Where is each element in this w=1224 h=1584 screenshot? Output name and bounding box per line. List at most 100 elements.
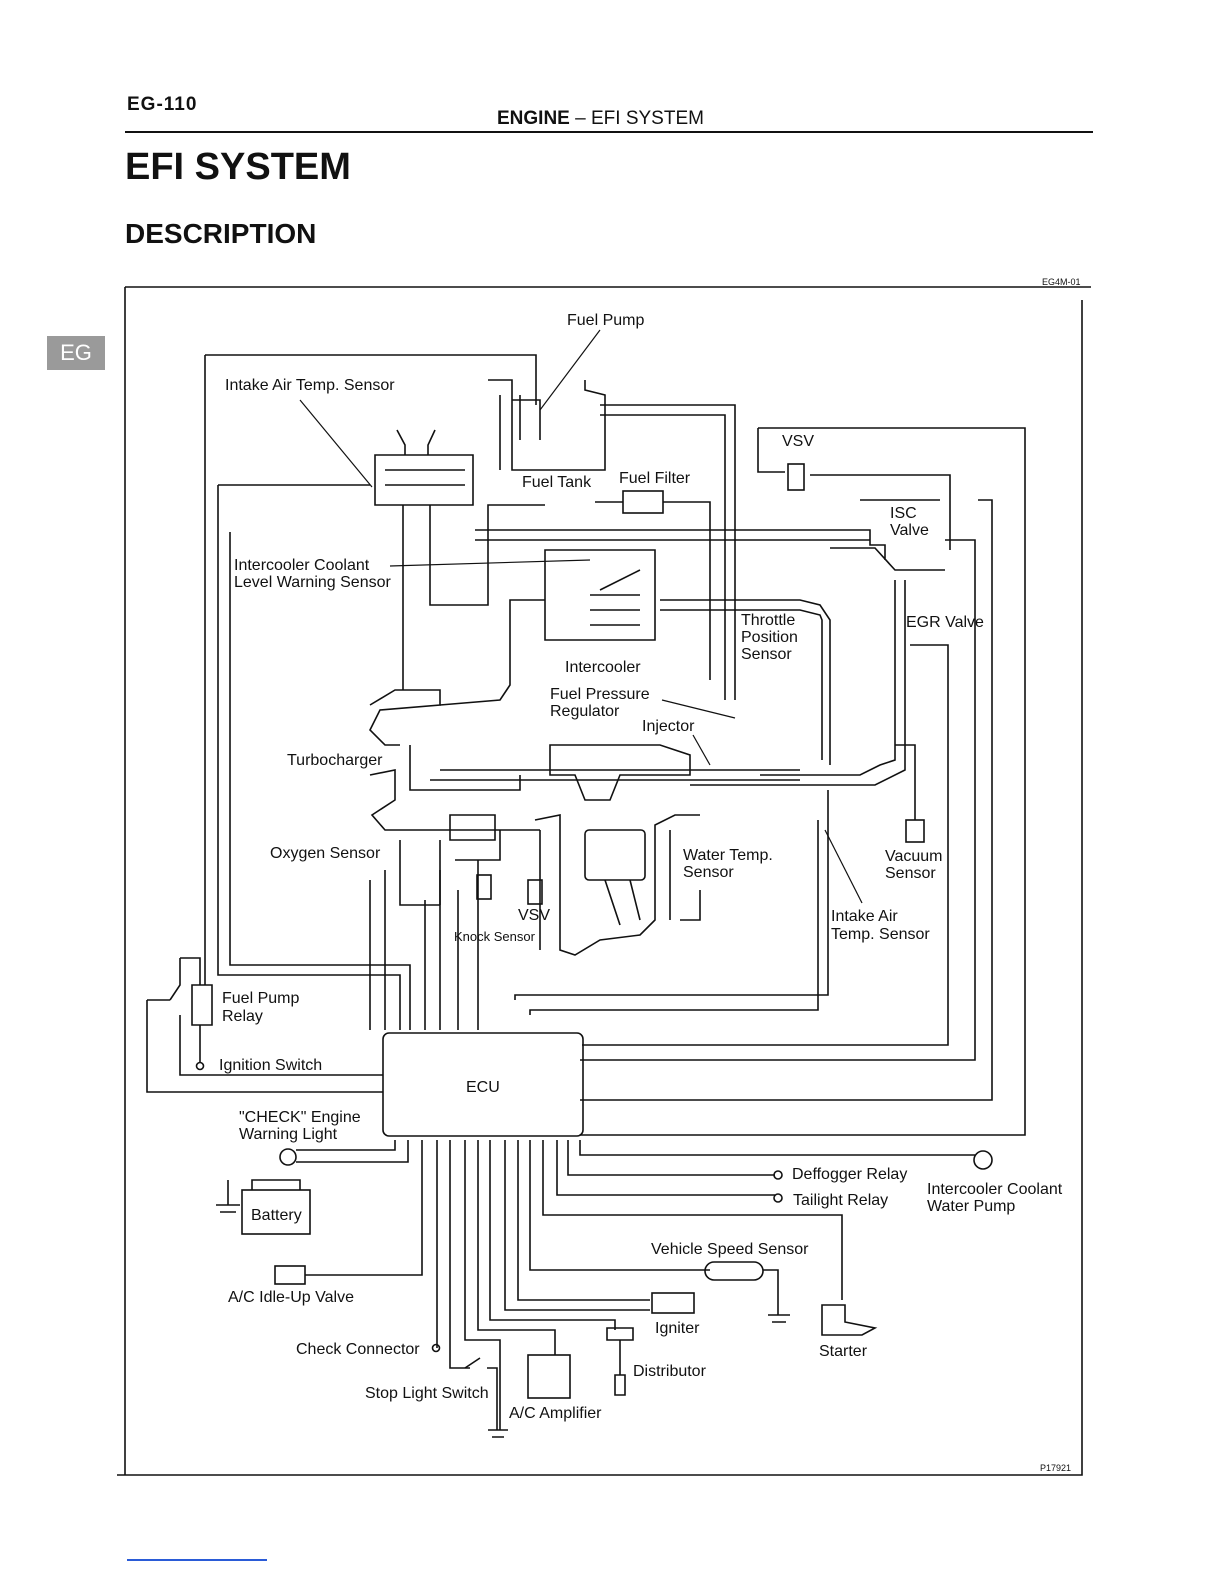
ecu-bottom-harness <box>436 1140 975 1430</box>
vehicle-speed-sensor-body <box>704 1261 764 1281</box>
ac-idle-up-body <box>274 1265 306 1285</box>
fuel-filter-lines <box>595 501 711 680</box>
fuel-pump-relay-label-2: Relay <box>222 1008 263 1025</box>
turbocharger <box>369 689 441 831</box>
isc-loop <box>580 474 993 1101</box>
vsv-top-body <box>787 463 805 491</box>
check-connector-terminal <box>431 1343 441 1353</box>
stop-light-switch-symbol <box>464 1357 508 1438</box>
bottom-link-rule <box>127 1559 267 1561</box>
figure-code-bottom: P17921 <box>1040 1463 1071 1473</box>
turbo-pipes <box>409 599 800 791</box>
battery-label: Battery <box>251 1207 302 1224</box>
igniter-label: Igniter <box>655 1320 700 1337</box>
check-lamp-wire <box>296 1140 409 1163</box>
intercooler-body <box>544 549 656 641</box>
throttle-label-2: Position <box>741 629 798 646</box>
vacuum-sensor-body <box>905 819 925 843</box>
header-rule <box>125 131 1093 133</box>
egr-pipe <box>690 580 906 786</box>
intercooler-fins <box>590 569 641 626</box>
check-connector-label: Check Connector <box>296 1341 420 1358</box>
diagram-frame <box>117 286 1091 1476</box>
ac-idle-up-valve-label: A/C Idle-Up Valve <box>228 1289 354 1306</box>
cylinder-head <box>549 744 691 801</box>
tailight-relay-label: Tailight Relay <box>793 1192 888 1209</box>
ecu-top-harness <box>369 790 829 1030</box>
vsv-top-harness <box>580 427 1026 1136</box>
fuel-filter-body <box>622 490 664 514</box>
check-valve <box>476 874 492 900</box>
water-temp-sensor-label-2: Sensor <box>683 864 734 881</box>
vsv-top-label: VSV <box>782 433 814 450</box>
check-engine-light-label-1: "CHECK" Engine <box>239 1109 361 1126</box>
vss-ground <box>763 1269 790 1323</box>
intake-manifold <box>475 529 945 571</box>
intercooler-tank <box>374 429 474 506</box>
fuel-lines <box>600 404 736 700</box>
ecu-box <box>382 1032 584 1137</box>
engine-block <box>534 814 700 956</box>
check-lamp <box>279 1148 297 1166</box>
harness-intake-sensor <box>204 354 537 1030</box>
figure-code-top: EG4M-01 <box>1042 277 1081 287</box>
defogger-relay-label: Deffogger Relay <box>792 1166 907 1183</box>
isc-valve-label-1: ISC <box>890 505 917 522</box>
intercooler-level-label-1: Intercooler Coolant <box>234 557 370 574</box>
ic-water-pump-label-2: Water Pump <box>927 1198 1015 1215</box>
battery-body <box>241 1189 311 1235</box>
oxygen-sensor-label: Oxygen Sensor <box>270 845 381 862</box>
throttle-label-3: Sensor <box>741 646 792 663</box>
tailight-terminal <box>773 1193 783 1203</box>
intake-pipe <box>402 504 545 690</box>
starter-label: Starter <box>819 1343 868 1360</box>
page-number: EG-110 <box>127 94 198 115</box>
throttle-label-1: Throttle <box>741 612 795 629</box>
section-heading: DESCRIPTION <box>125 218 317 249</box>
running-head-main: ENGINE <box>497 108 570 129</box>
intercooler-label: Intercooler <box>565 659 641 676</box>
throttle-body <box>660 599 831 765</box>
fuel-pressure-regulator-label-2: Regulator <box>550 703 620 720</box>
ac-idle-up-wire <box>305 1140 423 1276</box>
fuel-pump-label: Fuel Pump <box>567 312 644 329</box>
ignition-switch-label: Ignition Switch <box>219 1057 322 1074</box>
intercooler-level-label-2: Level Warning Sensor <box>234 574 391 591</box>
fuel-tank <box>488 379 606 471</box>
fuel-filter-label: Fuel Filter <box>619 470 691 487</box>
vehicle-speed-sensor-label: Vehicle Speed Sensor <box>651 1241 809 1258</box>
vacuum-sensor-label-2: Sensor <box>885 865 936 882</box>
water-temp-sensor-label-1: Water Temp. <box>683 847 773 864</box>
defogger-terminal <box>773 1170 783 1180</box>
stop-light-switch-label: Stop Light Switch <box>365 1385 489 1402</box>
fuel-pump-relay-label-1: Fuel Pump <box>222 990 299 1007</box>
ic-water-pump-label-1: Intercooler Coolant <box>927 1181 1063 1198</box>
section-side-tab: EG <box>47 336 105 370</box>
ac-amplifier-label: A/C Amplifier <box>509 1405 602 1422</box>
isc-valve-label-2: Valve <box>890 522 929 539</box>
knock-sensor-label: Knock Sensor <box>454 929 536 944</box>
ic-water-pump-symbol <box>973 1150 993 1170</box>
fuel-tank-label: Fuel Tank <box>522 474 592 491</box>
intake-air-temp-sensor-2-label-2: Temp. Sensor <box>831 926 930 943</box>
check-engine-light-label-2: Warning Light <box>239 1126 338 1143</box>
ignition-terminal <box>195 1061 205 1071</box>
intake-air-temp-sensor-2-label-1: Intake Air <box>831 908 898 925</box>
battery-wiring <box>216 1179 301 1213</box>
running-head-sub: EFI SYSTEM <box>590 108 704 129</box>
ecu-label: ECU <box>466 1079 500 1096</box>
egr-valve-label: EGR Valve <box>906 614 984 631</box>
running-head: ENGINE – EFI SYSTEM <box>497 108 704 129</box>
intake-air-temp-sensor-label: Intake Air Temp. Sensor <box>225 377 395 394</box>
ac-amplifier-body <box>527 1354 571 1399</box>
vacuum-sensor-label-1: Vacuum <box>885 848 943 865</box>
vacuum-harness <box>582 644 949 1046</box>
fuel-pressure-regulator-label-1: Fuel Pressure <box>550 686 650 703</box>
turbocharger-label: Turbocharger <box>287 752 383 769</box>
exhaust-manifold <box>399 814 540 906</box>
starter-body <box>821 1304 878 1336</box>
piston <box>584 829 646 881</box>
injector-label: Injector <box>642 718 695 735</box>
page-title: EFI SYSTEM <box>125 146 351 188</box>
